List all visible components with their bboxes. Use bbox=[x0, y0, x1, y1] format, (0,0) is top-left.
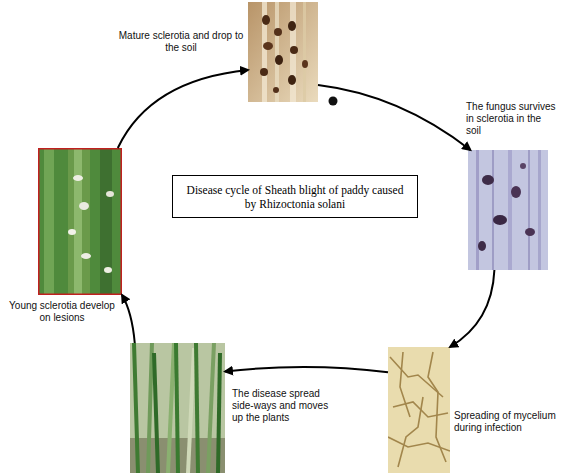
cycle-arrow bbox=[450, 270, 494, 347]
soil-micrograph bbox=[468, 150, 548, 270]
stage-caption: Spreading of mycelium during infection bbox=[454, 410, 562, 434]
stage-photo-node: Spreading of mycelium during infection bbox=[388, 347, 450, 473]
title-box: Disease cycle of Sheath blight of paddy … bbox=[172, 175, 418, 218]
stage-photo-node: Mature sclerotia and drop to the soil bbox=[248, 2, 318, 102]
falling-sclerotium bbox=[326, 94, 340, 108]
stage-photo-node: The fungus survives in sclerotia in the … bbox=[468, 150, 548, 270]
stage-caption: The disease spread side-ways and moves u… bbox=[232, 388, 342, 424]
stage-caption: The fungus survives in sclerotia in the … bbox=[466, 101, 558, 137]
title-text: Disease cycle of Sheath blight of paddy … bbox=[183, 183, 407, 211]
cycle-arrow bbox=[225, 367, 388, 372]
cycle-arrow bbox=[118, 70, 248, 148]
stage-caption: Mature sclerotia and drop to the soil bbox=[118, 30, 244, 54]
cycle-arrow bbox=[122, 295, 135, 343]
stage-photo-node: The disease spread side-ways and moves u… bbox=[130, 343, 225, 473]
lesion-photo bbox=[38, 148, 122, 295]
stage-photo-node: Young sclerotia develop on lesions bbox=[38, 148, 122, 295]
sclerotia-photo bbox=[248, 2, 318, 102]
mycelium-micrograph bbox=[388, 347, 450, 473]
rice-plant-photo bbox=[130, 343, 225, 473]
stage-caption: Young sclerotia develop on lesions bbox=[4, 300, 120, 324]
cycle-arrow bbox=[318, 85, 470, 150]
